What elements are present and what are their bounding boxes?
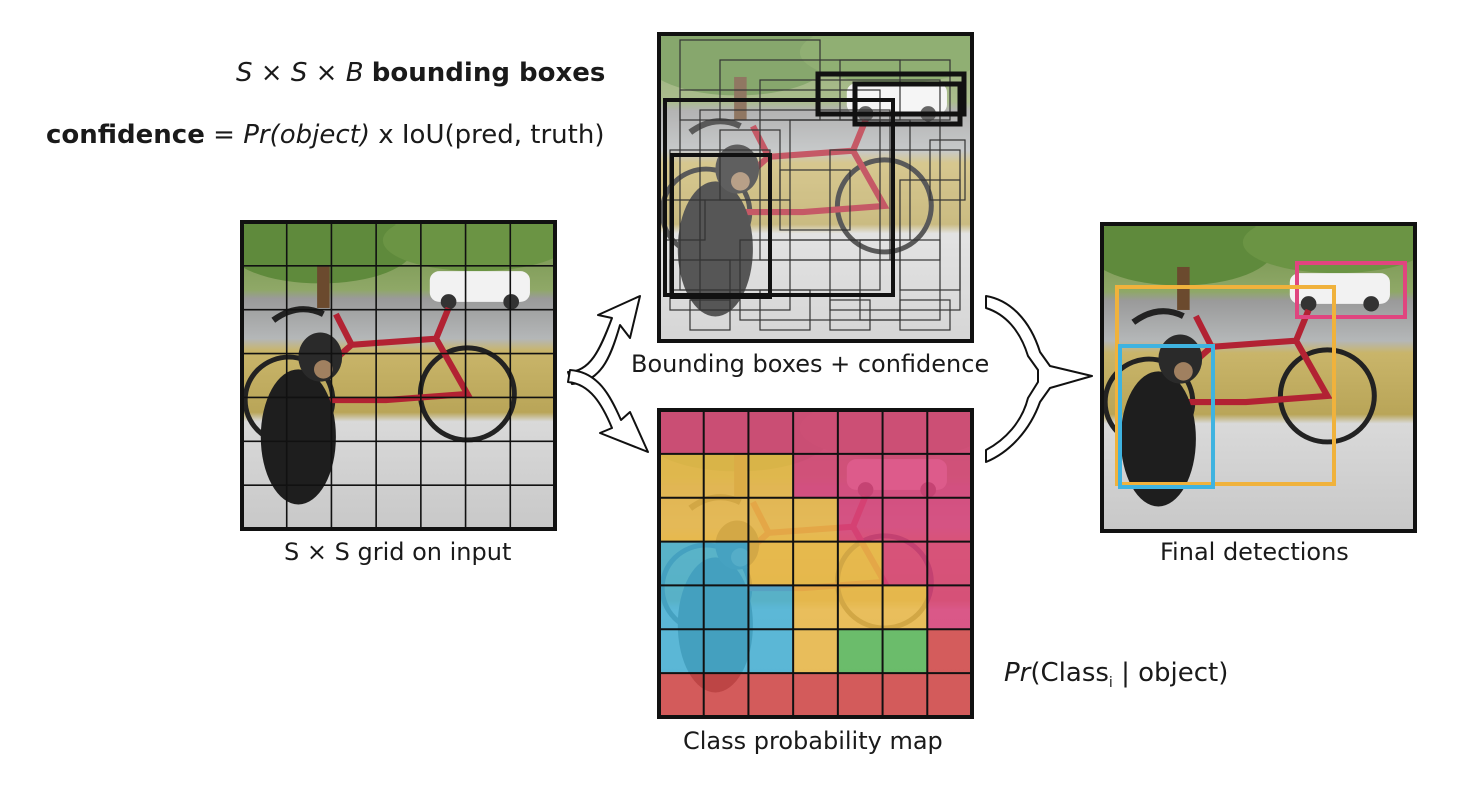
class-cell-yellow xyxy=(748,497,794,543)
class-cell-blue xyxy=(703,585,749,630)
input-frame xyxy=(240,220,557,531)
class-cell-magenta xyxy=(882,453,928,499)
class-cell-yellow xyxy=(703,497,749,543)
times-symbol: × xyxy=(315,58,338,88)
pr-symbol: Pr xyxy=(1004,658,1031,688)
bounding-boxes-text: bounding boxes xyxy=(371,58,606,88)
caption-bounding-boxes: Bounding boxes + confidence xyxy=(631,350,990,378)
detection-box-bicycle xyxy=(1115,285,1336,486)
class-cell-magenta xyxy=(882,541,928,586)
class-cell-yellow xyxy=(793,585,839,630)
class-subscript: i xyxy=(1108,675,1113,692)
confidence-word: confidence xyxy=(46,120,205,150)
merge-arrow-icon xyxy=(985,295,1093,463)
iou-term: IoU(pred, truth) xyxy=(401,120,605,150)
input-photo xyxy=(226,210,570,529)
s-symbol: S xyxy=(236,58,253,88)
class-cell-green xyxy=(837,629,884,674)
class-cell-red xyxy=(793,673,839,718)
class-cell-magenta xyxy=(659,410,705,455)
multiply-sign: x xyxy=(378,120,394,150)
class-cell-red xyxy=(748,673,794,718)
class-cell-blue xyxy=(659,585,705,630)
class-map-grid xyxy=(659,410,972,717)
final-frame xyxy=(1100,222,1417,533)
split-arrow-icon xyxy=(567,295,649,453)
class-cell-blue xyxy=(748,629,794,674)
class-cell-yellow xyxy=(793,497,839,543)
class-cell-blue xyxy=(659,541,705,586)
class-probability-cells xyxy=(659,410,973,718)
class-cell-blue xyxy=(703,629,749,674)
class-cell-magenta xyxy=(793,453,839,499)
equals-sign: = xyxy=(213,120,235,150)
class-cell-yellow xyxy=(659,497,705,543)
pr-object: Pr(object) xyxy=(243,120,370,150)
class-cell-magenta xyxy=(837,410,884,455)
class-cell-blue xyxy=(703,541,749,586)
class-cell-yellow xyxy=(703,453,749,499)
input-image-panel xyxy=(226,210,570,531)
class-cell-red xyxy=(659,673,705,718)
class-cell-yellow xyxy=(793,629,839,674)
class-cell-red xyxy=(927,673,973,718)
class-cell-yellow xyxy=(659,453,705,499)
s-symbol: S xyxy=(290,58,308,88)
boxes-frame xyxy=(657,32,974,343)
class-cell-yellow xyxy=(837,541,884,586)
class-cell-magenta xyxy=(748,410,794,455)
class-cell-yellow xyxy=(748,453,794,499)
class-cell-yellow xyxy=(882,585,928,630)
boxes-formula: S × S × B bounding boxes xyxy=(236,58,605,88)
class-cell-magenta xyxy=(927,585,973,630)
class-cell-yellow xyxy=(837,585,884,630)
final-detections-panel xyxy=(1100,222,1417,533)
input-grid xyxy=(242,222,555,529)
class-cell-magenta xyxy=(793,410,839,455)
class-cell-magenta xyxy=(927,541,973,586)
confidence-formula: confidence = Pr(object) x IoU(pred, trut… xyxy=(46,120,604,150)
class-cell-red xyxy=(882,673,928,718)
class-cell-yellow xyxy=(793,541,839,586)
class-cell-magenta xyxy=(927,453,973,499)
class-cell-magenta xyxy=(927,497,973,543)
class-cell-magenta xyxy=(837,497,884,543)
class-cell-red xyxy=(837,673,884,718)
given-object: | object) xyxy=(1121,658,1229,688)
class-cell-magenta xyxy=(703,410,749,455)
class-cell-magenta xyxy=(882,497,928,543)
classmap-frame xyxy=(657,408,974,719)
class-cell-blue xyxy=(659,629,705,674)
class-prob-formula: Pr(Classi | object) xyxy=(1004,658,1228,691)
class-open: (Class xyxy=(1030,658,1109,688)
class-cell-magenta xyxy=(837,453,884,499)
class-probability-panel xyxy=(657,408,974,719)
detection-box-car xyxy=(1295,261,1407,319)
bounding-boxes-panel xyxy=(657,32,974,343)
class-cell-magenta xyxy=(927,410,973,455)
caption-final-detections: Final detections xyxy=(1160,538,1349,566)
caption-class-map: Class probability map xyxy=(683,727,943,755)
class-cell-red xyxy=(703,673,749,718)
times-symbol: × xyxy=(260,58,283,88)
class-cell-yellow xyxy=(748,541,794,586)
b-symbol: B xyxy=(345,58,364,88)
class-cell-magenta xyxy=(882,410,928,455)
class-cell-blue xyxy=(748,585,794,630)
class-cell-red xyxy=(927,629,973,674)
class-cell-green xyxy=(882,629,928,674)
detection-box-dog xyxy=(1118,344,1215,489)
caption-input-grid: S × S grid on input xyxy=(284,538,512,566)
high-confidence-boxes xyxy=(663,71,967,299)
